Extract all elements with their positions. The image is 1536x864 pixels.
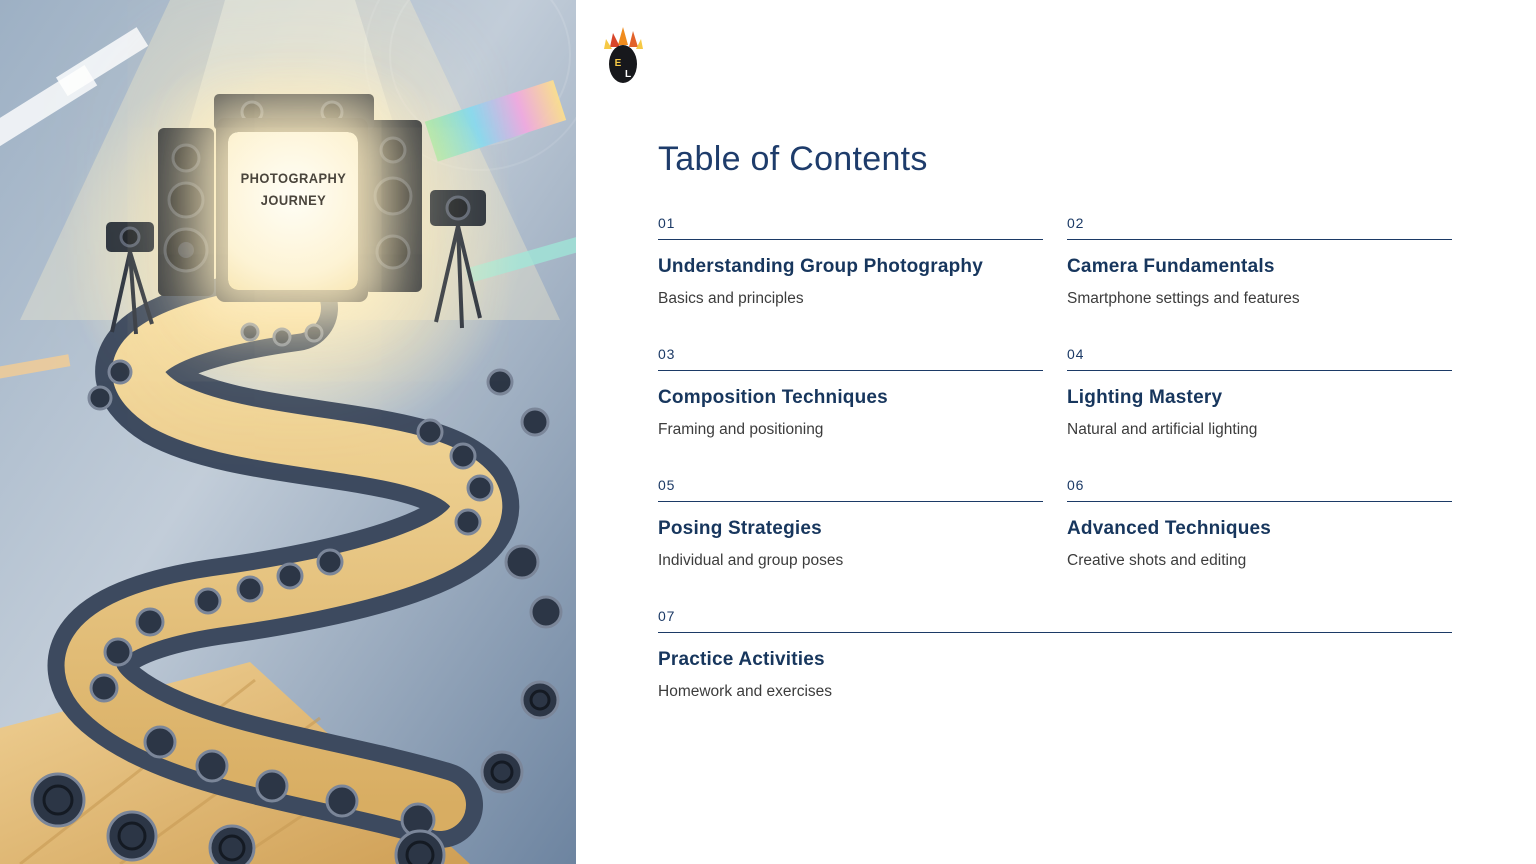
item-title: Camera Fundamentals [1067, 256, 1275, 277]
item-number: 07 [658, 608, 1452, 633]
item-number: 04 [1067, 346, 1452, 371]
item-title: Advanced Techniques [1067, 518, 1272, 539]
canister-rings [42, 689, 551, 864]
item-subtitle: Creative shots and editing [1067, 552, 1247, 569]
item-number: 06 [1067, 477, 1452, 502]
item-title: Understanding Group Photography [658, 256, 983, 277]
item-subtitle: Homework and exercises [658, 683, 833, 700]
logo-letter-l: L [625, 69, 631, 80]
page-title: Table of Contents [658, 140, 928, 178]
item-subtitle: Natural and artificial lighting [1067, 421, 1258, 438]
tripod-camera-left [106, 222, 154, 335]
light-streak [0, 65, 98, 147]
toc-item-07: 07 Practice Activities Homework and exer… [658, 608, 1452, 701]
brand-logo: E L [602, 26, 644, 86]
toc-item-01: 01 Understanding Group Photography Basic… [658, 215, 1043, 308]
item-title: Lighting Mastery [1067, 387, 1223, 408]
tripod-camera-right [430, 190, 486, 329]
hero-illustration: PHOTOGRAPHY JOURNEY [0, 0, 576, 864]
orange-streak [0, 354, 71, 382]
hero-art [0, 0, 576, 864]
toc-item-05: 05 Posing Strategies Individual and grou… [658, 477, 1043, 570]
item-number: 02 [1067, 215, 1452, 240]
item-title: Practice Activities [658, 649, 825, 670]
screen-title-line2: JOURNEY [260, 191, 326, 208]
screen-title-line1: PHOTOGRAPHY [240, 170, 346, 186]
toc-item-03: 03 Composition Techniques Framing and po… [658, 346, 1043, 439]
toc-section: Table of Contents 01 Understanding Group… [576, 0, 1536, 701]
item-title: Posing Strategies [658, 518, 822, 539]
toc-item-04: 04 Lighting Mastery Natural and artifici… [1067, 346, 1452, 439]
item-title: Composition Techniques [658, 387, 888, 408]
brand-logo-icon: E L [604, 27, 643, 83]
logo-letter-e: E [615, 58, 622, 69]
item-subtitle: Basics and principles [658, 290, 804, 307]
item-subtitle: Individual and group poses [658, 552, 844, 569]
toc-item-02: 02 Camera Fundamentals Smartphone settin… [1067, 215, 1452, 308]
toc-grid: 01 Understanding Group Photography Basic… [658, 215, 1452, 701]
item-subtitle: Smartphone settings and features [1067, 290, 1300, 307]
photography-screen: PHOTOGRAPHY JOURNEY [228, 132, 358, 290]
item-number: 01 [658, 215, 1043, 240]
item-number: 05 [658, 477, 1043, 502]
slide-content: E L Table of Contents 01 Understanding G… [576, 0, 1536, 864]
item-subtitle: Framing and positioning [658, 421, 824, 438]
toc-item-06: 06 Advanced Techniques Creative shots an… [1067, 477, 1452, 570]
screen-title: PHOTOGRAPHY JOURNEY [240, 168, 346, 211]
item-number: 03 [658, 346, 1043, 371]
